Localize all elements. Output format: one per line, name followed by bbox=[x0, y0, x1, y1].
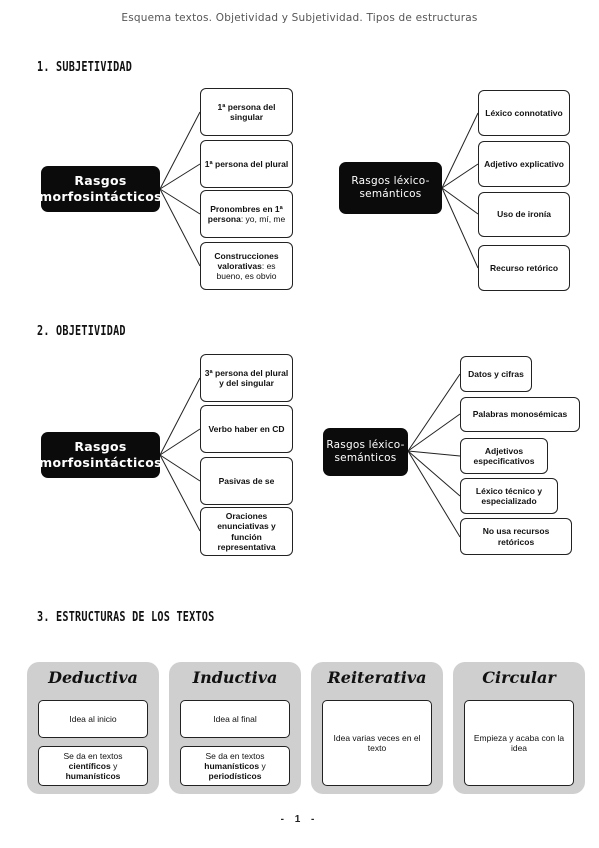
rasgos-morfosintacticos-box: Rasgos morfosintácticos bbox=[39, 166, 162, 212]
rasgos-lexico-semanticos-box: Rasgos léxico- semánticos bbox=[323, 428, 408, 476]
card-deductiva: Deductiva Idea al inicio Se da en textos… bbox=[27, 662, 159, 794]
section-heading-objetividad: 2. OBJETIVIDAD bbox=[37, 324, 126, 339]
leaf-adjetivo-explicativo: Adjetivo explicativo bbox=[478, 141, 570, 187]
section-heading-estructuras: 3. ESTRUCTURAS DE LOS TEXTOS bbox=[37, 610, 215, 625]
card-usage-box: Se da en textos humanísticos y periodíst… bbox=[180, 746, 290, 786]
leaf-uso-de-ironia: Uso de ironía bbox=[478, 192, 570, 237]
leaf-pasivas-de-se: Pasivas de se bbox=[200, 457, 293, 505]
leaf-palabras-monosemicas: Palabras monosémicas bbox=[460, 397, 580, 432]
leaf-lexico-tecnico: Léxico técnico y especializado bbox=[460, 478, 558, 514]
card-title: Reiterativa bbox=[327, 668, 427, 687]
rasgos-morfosintacticos-box: Rasgos morfosintácticos bbox=[39, 432, 162, 478]
leaf-1a-persona-singular: 1ª persona del singular bbox=[200, 88, 293, 136]
card-idea-box: Empieza y acaba con la idea bbox=[464, 700, 574, 786]
leaf-construcciones-valorativas: Construcciones valorativas: es bueno, es… bbox=[200, 242, 293, 290]
page-number: - 1 - bbox=[280, 814, 319, 825]
leaf-lexico-connotativo: Léxico connotativo bbox=[478, 90, 570, 136]
card-title: Inductiva bbox=[192, 668, 278, 687]
leaf-3a-persona: 3ª persona del plural y del singular bbox=[200, 354, 293, 402]
card-idea-box: Idea al final bbox=[180, 700, 290, 738]
leaf-datos-y-cifras: Datos y cifras bbox=[460, 356, 532, 392]
card-idea-box: Idea varias veces en el texto bbox=[322, 700, 432, 786]
section-heading-subjetividad: 1. SUBJETIVIDAD bbox=[37, 60, 133, 75]
leaf-pronombres-1a-persona: Pronombres en 1ª persona: yo, mí, me bbox=[200, 190, 293, 238]
card-reiterativa: Reiterativa Idea varias veces en el text… bbox=[311, 662, 443, 794]
leaf-verbo-haber: Verbo haber en CD bbox=[200, 405, 293, 453]
document-title: Esquema textos. Objetividad y Subjetivid… bbox=[121, 12, 478, 24]
leaf-recurso-retorico: Recurso retórico bbox=[478, 245, 570, 291]
card-idea-box: Idea al inicio bbox=[38, 700, 148, 738]
leaf-adjetivos-especificativos: Adjetivos especificativos bbox=[460, 438, 548, 474]
rasgos-lexico-semanticos-box: Rasgos léxico- semánticos bbox=[339, 162, 442, 214]
card-inductiva: Inductiva Idea al final Se da en textos … bbox=[169, 662, 301, 794]
card-usage-box: Se da en textos científicos y humanístic… bbox=[38, 746, 148, 786]
leaf-oraciones-enunciativas: Oraciones enunciativas y función represe… bbox=[200, 507, 293, 556]
card-circular: Circular Empieza y acaba con la idea bbox=[453, 662, 585, 794]
leaf-no-usa-recursos: No usa recursos retóricos bbox=[460, 518, 572, 555]
leaf-1a-persona-plural: 1ª persona del plural bbox=[200, 140, 293, 188]
card-title: Deductiva bbox=[48, 668, 138, 687]
card-title: Circular bbox=[482, 668, 556, 687]
